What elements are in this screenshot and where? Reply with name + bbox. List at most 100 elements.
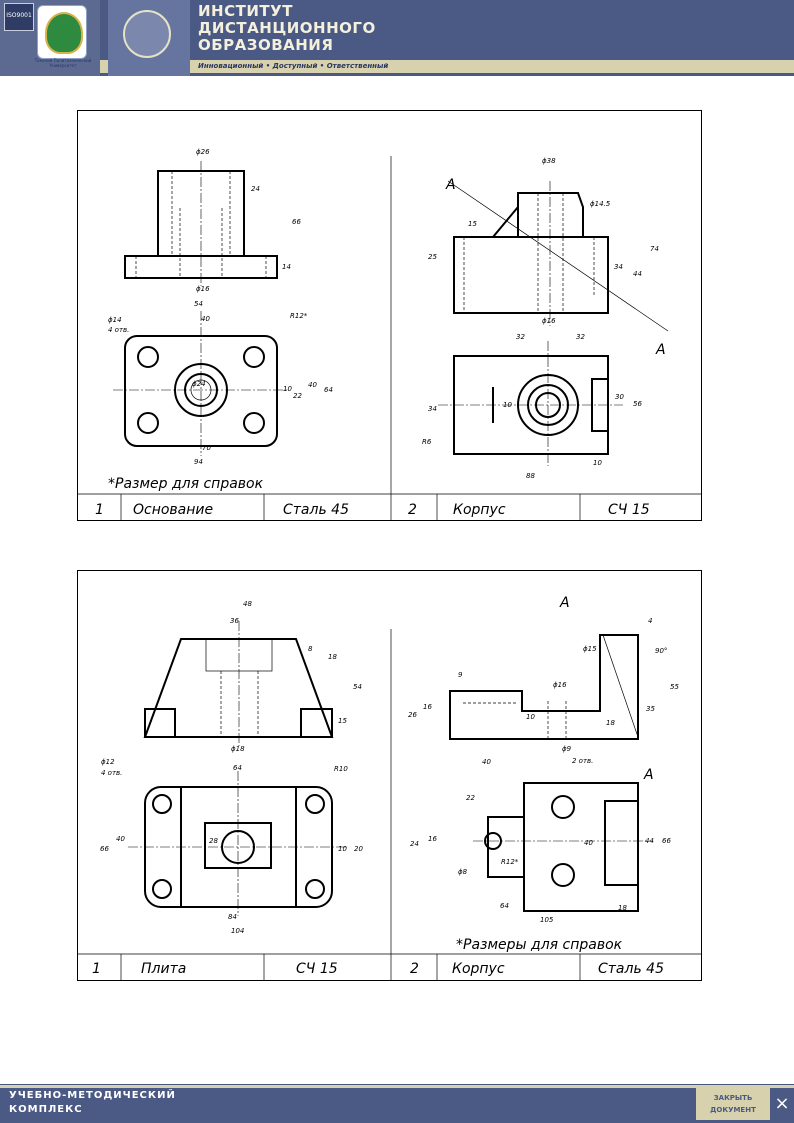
dim-label: 15 (468, 220, 477, 228)
dim-label: 54 (194, 300, 203, 308)
sheet-2-part-2-number: 2 (410, 961, 419, 977)
dim-label: 26 (408, 711, 417, 719)
dim-label: 66 (292, 218, 301, 226)
section-mark-a-bottom: A (643, 767, 654, 783)
section-mark-a-bottom: A (655, 342, 666, 358)
dim-label: 35 (646, 705, 655, 713)
dim-label: 14 (282, 263, 291, 271)
sheet-2-part-2-name: Корпус (452, 961, 505, 977)
dim-label: ϕ15 (583, 645, 597, 653)
dim-label: 25 (428, 253, 437, 261)
dim-label: ϕ14.5 (590, 200, 611, 208)
dim-label: 15 (338, 717, 347, 725)
dim-label: 10 (338, 845, 347, 853)
dim-label: 28 (209, 837, 218, 845)
dim-label: 44 (633, 270, 642, 278)
sheet-1-part-1-material: Сталь 45 (283, 502, 349, 518)
dim-label: 18 (618, 904, 627, 912)
dim-label: R10 (334, 765, 348, 773)
sheet-1-drawing: *Размер для справок 1 Основание Сталь 45… (78, 148, 701, 520)
sheet-1-part-1-number: 1 (95, 502, 104, 518)
institute-tagline: Инновационный • Доступный • Ответственны… (198, 62, 389, 70)
sheet-2-note: *Размеры для справок (456, 937, 623, 953)
dim-label: 94 (194, 458, 203, 466)
base-top-view (113, 311, 288, 456)
close-document-button[interactable]: ЗАКРЫТЬ ДОКУМЕНТ (696, 1088, 770, 1120)
site-header: ISO9001 Томский Политехнический Универси… (0, 0, 794, 76)
dim-label: 56 (633, 400, 642, 408)
dim-label: 55 (670, 683, 679, 691)
footer-title-line-1: УЧЕБНО-МЕТОДИЧЕСКИЙ (9, 1090, 176, 1101)
sheet-1-part-2-number: 2 (408, 502, 417, 518)
dim-label: 40 (308, 381, 317, 389)
dim-label: 36 (230, 617, 239, 625)
institute-title-line-3: ОБРАЗОВАНИЯ (198, 36, 334, 54)
dim-label: ϕ18 (231, 745, 245, 753)
dim-label: 22 (466, 794, 475, 802)
dim-label: 30 (615, 393, 624, 401)
section-mark-a-top: A (559, 595, 570, 611)
dim-label: 34 (428, 405, 437, 413)
dim-label: 32 (576, 333, 585, 341)
dim-label: 54 (353, 683, 362, 691)
footer-title: УЧЕБНО-МЕТОДИЧЕСКИЙ КОМПЛЕКС (9, 1089, 176, 1117)
drawing-sheet-2: *Размеры для справок 1 Плита СЧ 15 2 Кор… (77, 570, 702, 981)
dim-label: ϕ9 (562, 745, 572, 753)
sheet-1-part-1-name: Основание (133, 502, 213, 518)
institute-title-line-2: ДИСТАНЦИОННОГО (198, 19, 376, 37)
housing-2-top-view (473, 782, 653, 912)
dim-label: ϕ26 (196, 148, 210, 156)
dim-label: 16 (428, 835, 437, 843)
dim-label: 48 (243, 600, 252, 608)
dim-label: ϕ16 (542, 317, 556, 325)
header-logo-panel: ISO9001 Томский Политехнический Универси… (0, 0, 100, 76)
dim-label: 40 (482, 758, 491, 766)
dim-label: 10 (283, 385, 292, 393)
dim-label: ϕ24 (192, 380, 206, 388)
sheet-1-part-2-name: Корпус (453, 502, 506, 518)
close-document-label-1: ЗАКРЫТЬ (713, 1094, 753, 1102)
dim-label: 74 (650, 245, 659, 253)
sheet-2-part-2-material: Сталь 45 (598, 961, 664, 977)
plate-top-view (128, 771, 348, 916)
dim-label: 84 (228, 913, 237, 921)
sheet-2-part-1-material: СЧ 15 (296, 961, 338, 977)
dim-label: 22 (293, 392, 302, 400)
dim-label: R6 (422, 438, 432, 446)
site-footer: УЧЕБНО-МЕТОДИЧЕСКИЙ КОМПЛЕКС ЗАКРЫТЬ ДОК… (0, 1084, 794, 1123)
university-crest-icon (37, 5, 87, 59)
dim-label: 70 (202, 444, 211, 452)
sheet-2-part-1-name: Плита (141, 961, 186, 977)
dim-label: ϕ14 (108, 316, 122, 324)
university-name: Томский Политехнический Университет (34, 58, 92, 68)
dim-label: 66 (100, 845, 109, 853)
drawing-sheet-1: *Размер для справок 1 Основание Сталь 45… (77, 110, 702, 521)
dim-label: 104 (231, 927, 244, 935)
dim-label: 2 отв. (572, 757, 593, 765)
dim-label: 44 (645, 837, 654, 845)
dim-label: ϕ16 (553, 681, 567, 689)
dim-label: 9 (458, 671, 463, 679)
dim-label: 18 (328, 653, 337, 661)
dim-label: 16 (423, 703, 432, 711)
globe-logo-icon (108, 0, 190, 76)
close-icon[interactable]: × (774, 1093, 790, 1114)
dim-label: 18 (606, 719, 615, 727)
close-document-label-2: ДОКУМЕНТ (710, 1106, 756, 1114)
dim-label: 24 (410, 840, 419, 848)
dim-label: 105 (540, 916, 554, 924)
dim-label: 10 (526, 713, 535, 721)
dim-label: ϕ12 (101, 758, 115, 766)
dim-label: 88 (526, 472, 535, 480)
base-front-view (124, 161, 278, 286)
sheet-1-note: *Размер для справок (108, 476, 264, 492)
dim-label: 10 (503, 401, 512, 409)
dim-label: 24 (251, 185, 260, 193)
header-band (0, 60, 794, 73)
footer-stripe (0, 1085, 794, 1088)
housing-2-front-view (449, 634, 639, 740)
sheet-2-title-block (78, 953, 701, 980)
housing-front-view (447, 180, 669, 332)
dim-label: 32 (516, 333, 525, 341)
dim-label: 40 (584, 839, 593, 847)
